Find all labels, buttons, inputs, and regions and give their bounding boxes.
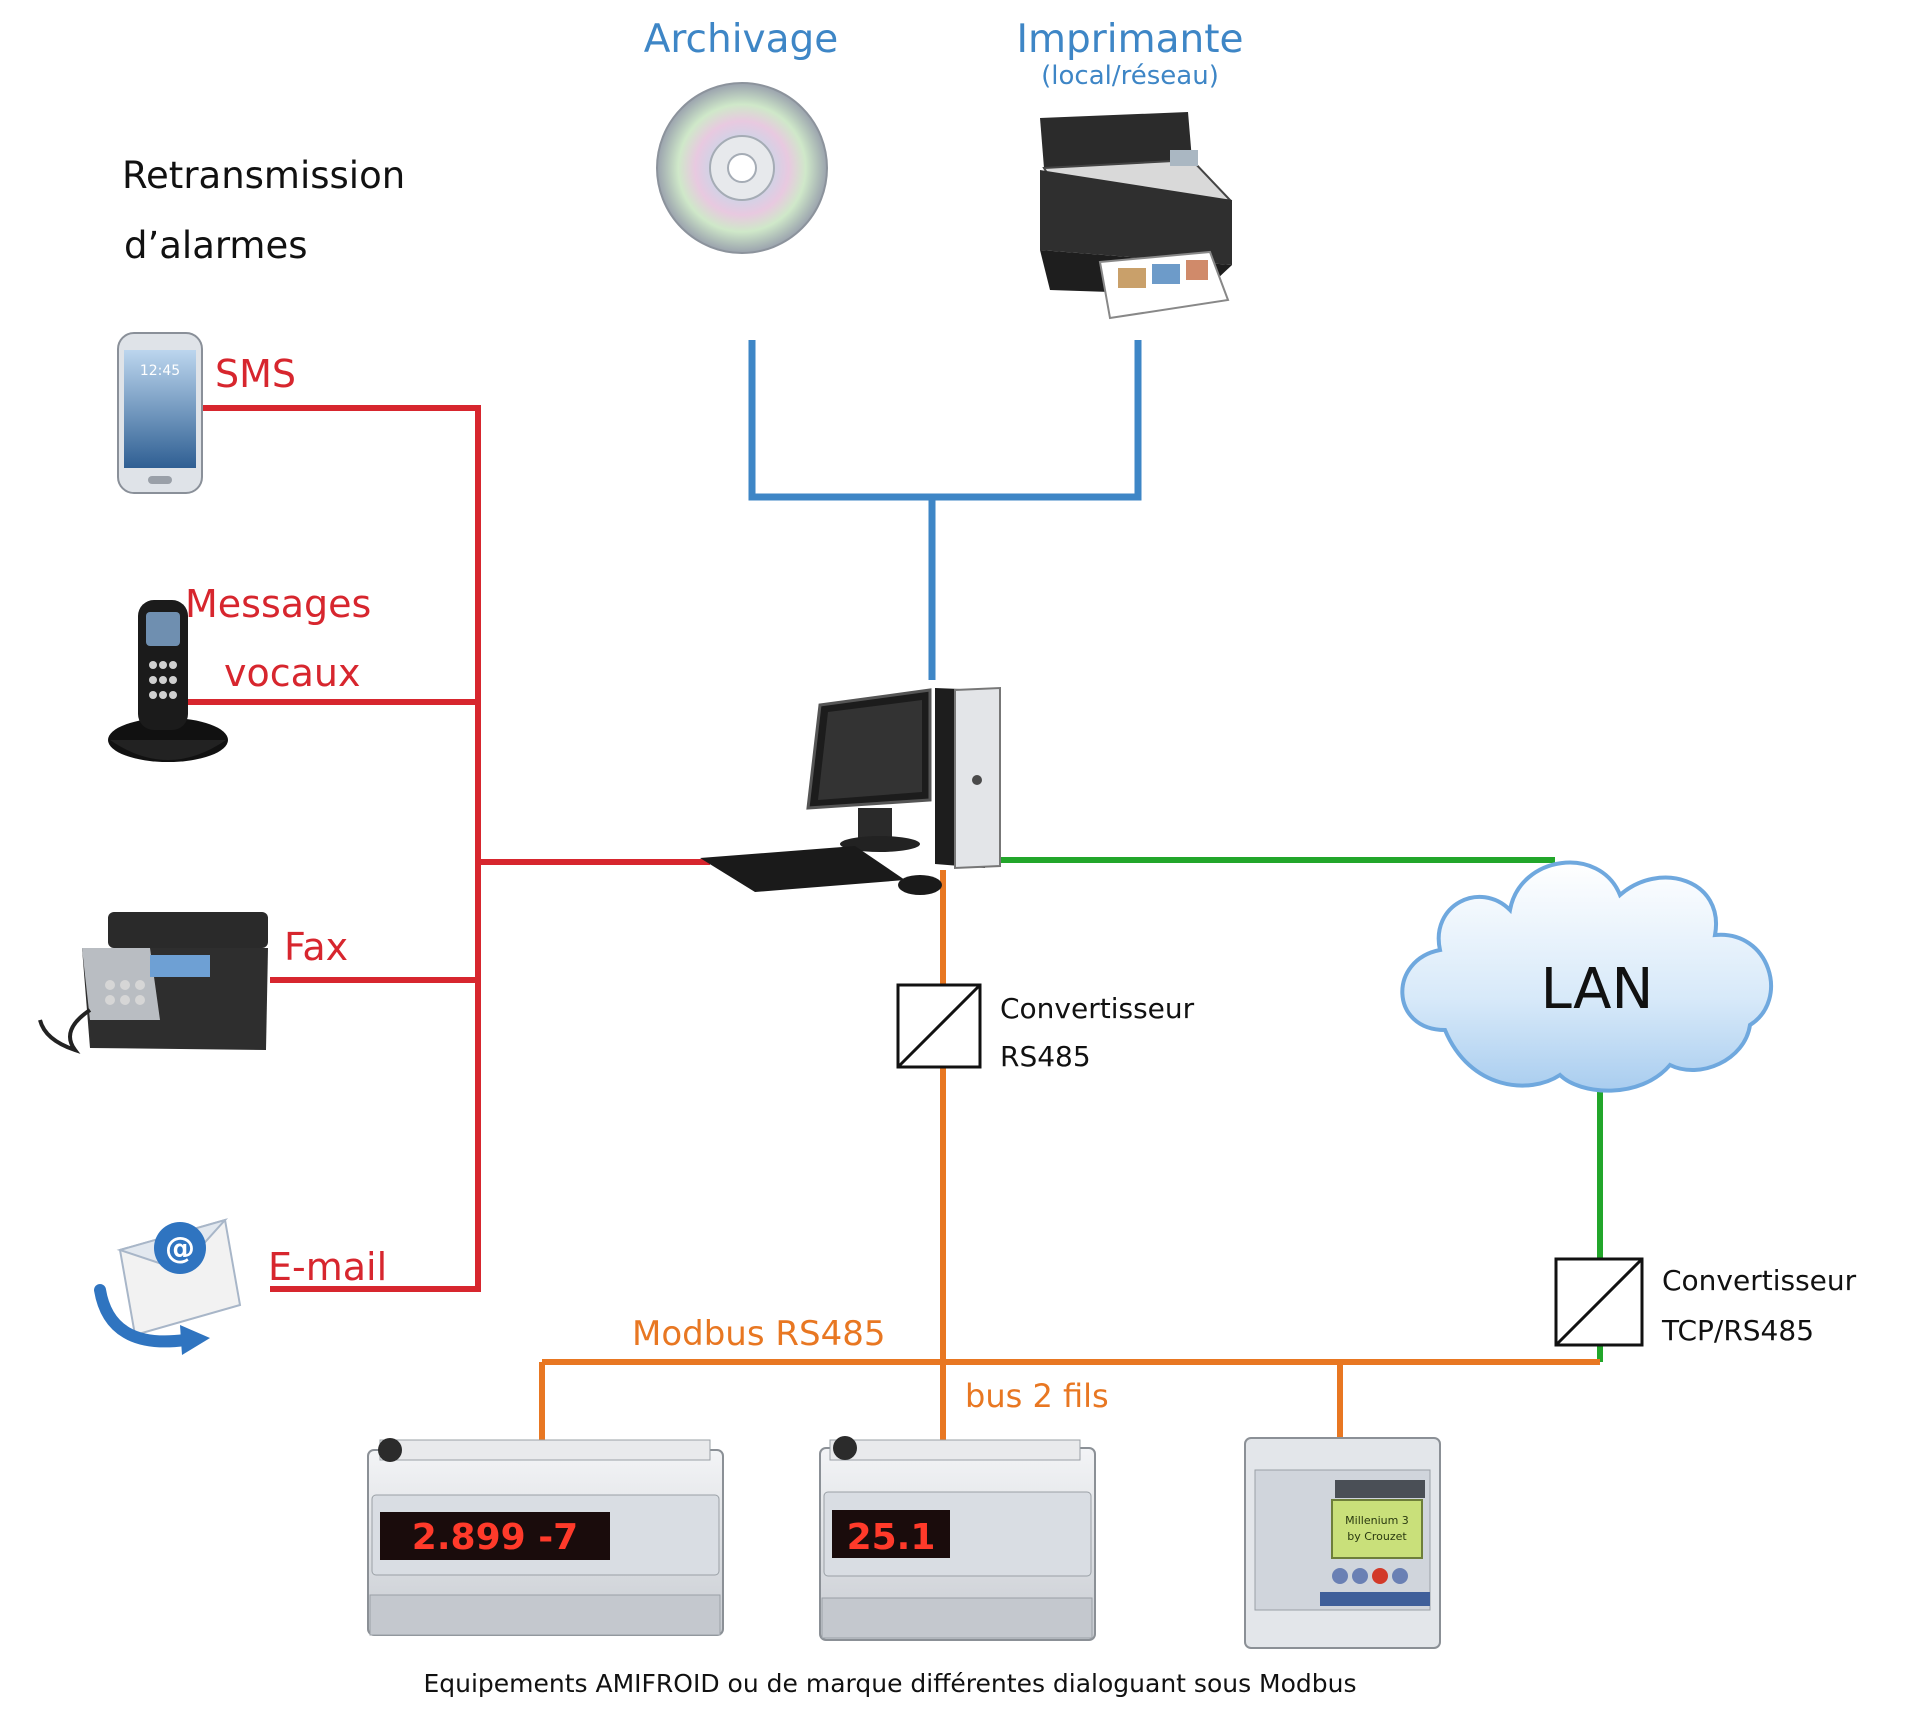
lan-label: LAN — [1541, 957, 1654, 1022]
alarms-title-line2: d’alarmes — [124, 224, 308, 267]
devices-caption: Equipements AMIFROID ou de marque différ… — [423, 1669, 1356, 1698]
lan-cloud-icon — [1400, 860, 1774, 1093]
smartphone-icon — [117, 332, 203, 494]
email-label: E-mail — [268, 1245, 387, 1289]
converter1-label-line2: RS485 — [1000, 1040, 1091, 1073]
storage-network-lines — [748, 340, 1142, 680]
rs485-converter-icon — [896, 983, 982, 1069]
converter1-label-line1: Convertisseur — [1000, 992, 1195, 1025]
converter2-label-line2: TCP/RS485 — [1661, 1314, 1814, 1347]
tcp-rs485-converter-icon — [1554, 1257, 1644, 1347]
voice-label-line2: vocaux — [224, 651, 361, 695]
email-envelope-icon: @ — [94, 1218, 242, 1355]
desktop-computer-icon — [700, 686, 1001, 895]
plc-screen-line2: by Crouzet — [1347, 1530, 1407, 1543]
amifroid-controller-1 — [367, 1438, 724, 1636]
alarm-network-lines — [180, 405, 710, 1292]
fax-label: Fax — [284, 925, 348, 969]
printer-subtitle: (local/réseau) — [1041, 61, 1219, 91]
plc-screen-line1: Millenium 3 — [1345, 1514, 1409, 1527]
printer-icon — [1040, 112, 1233, 320]
controller2-display: 25.1 — [847, 1517, 936, 1558]
cordless-phone-icon — [108, 600, 228, 762]
cd-disc-icon — [656, 82, 828, 254]
amifroid-controller-2 — [819, 1436, 1096, 1641]
alarms-title-line1: Retransmission — [122, 154, 405, 197]
svg-text:@: @ — [165, 1231, 195, 1266]
converter2-label-line1: Convertisseur — [1662, 1264, 1857, 1297]
controller1-display: 2.899 -7 — [412, 1517, 578, 1558]
fax-machine-icon — [38, 912, 268, 1054]
archive-title: Archivage — [644, 17, 839, 62]
sms-label: SMS — [215, 352, 296, 396]
modbus-label: Modbus RS485 — [632, 1314, 885, 1354]
crouzet-millenium-plc — [1244, 1437, 1441, 1649]
bus-label: bus 2 fils — [965, 1377, 1109, 1415]
printer-title: Imprimante — [1016, 17, 1243, 62]
phone-clock-text: 12:45 — [140, 363, 180, 379]
voice-label-line1: Messages — [185, 582, 371, 626]
modbus-bus-lines — [539, 870, 1600, 1440]
